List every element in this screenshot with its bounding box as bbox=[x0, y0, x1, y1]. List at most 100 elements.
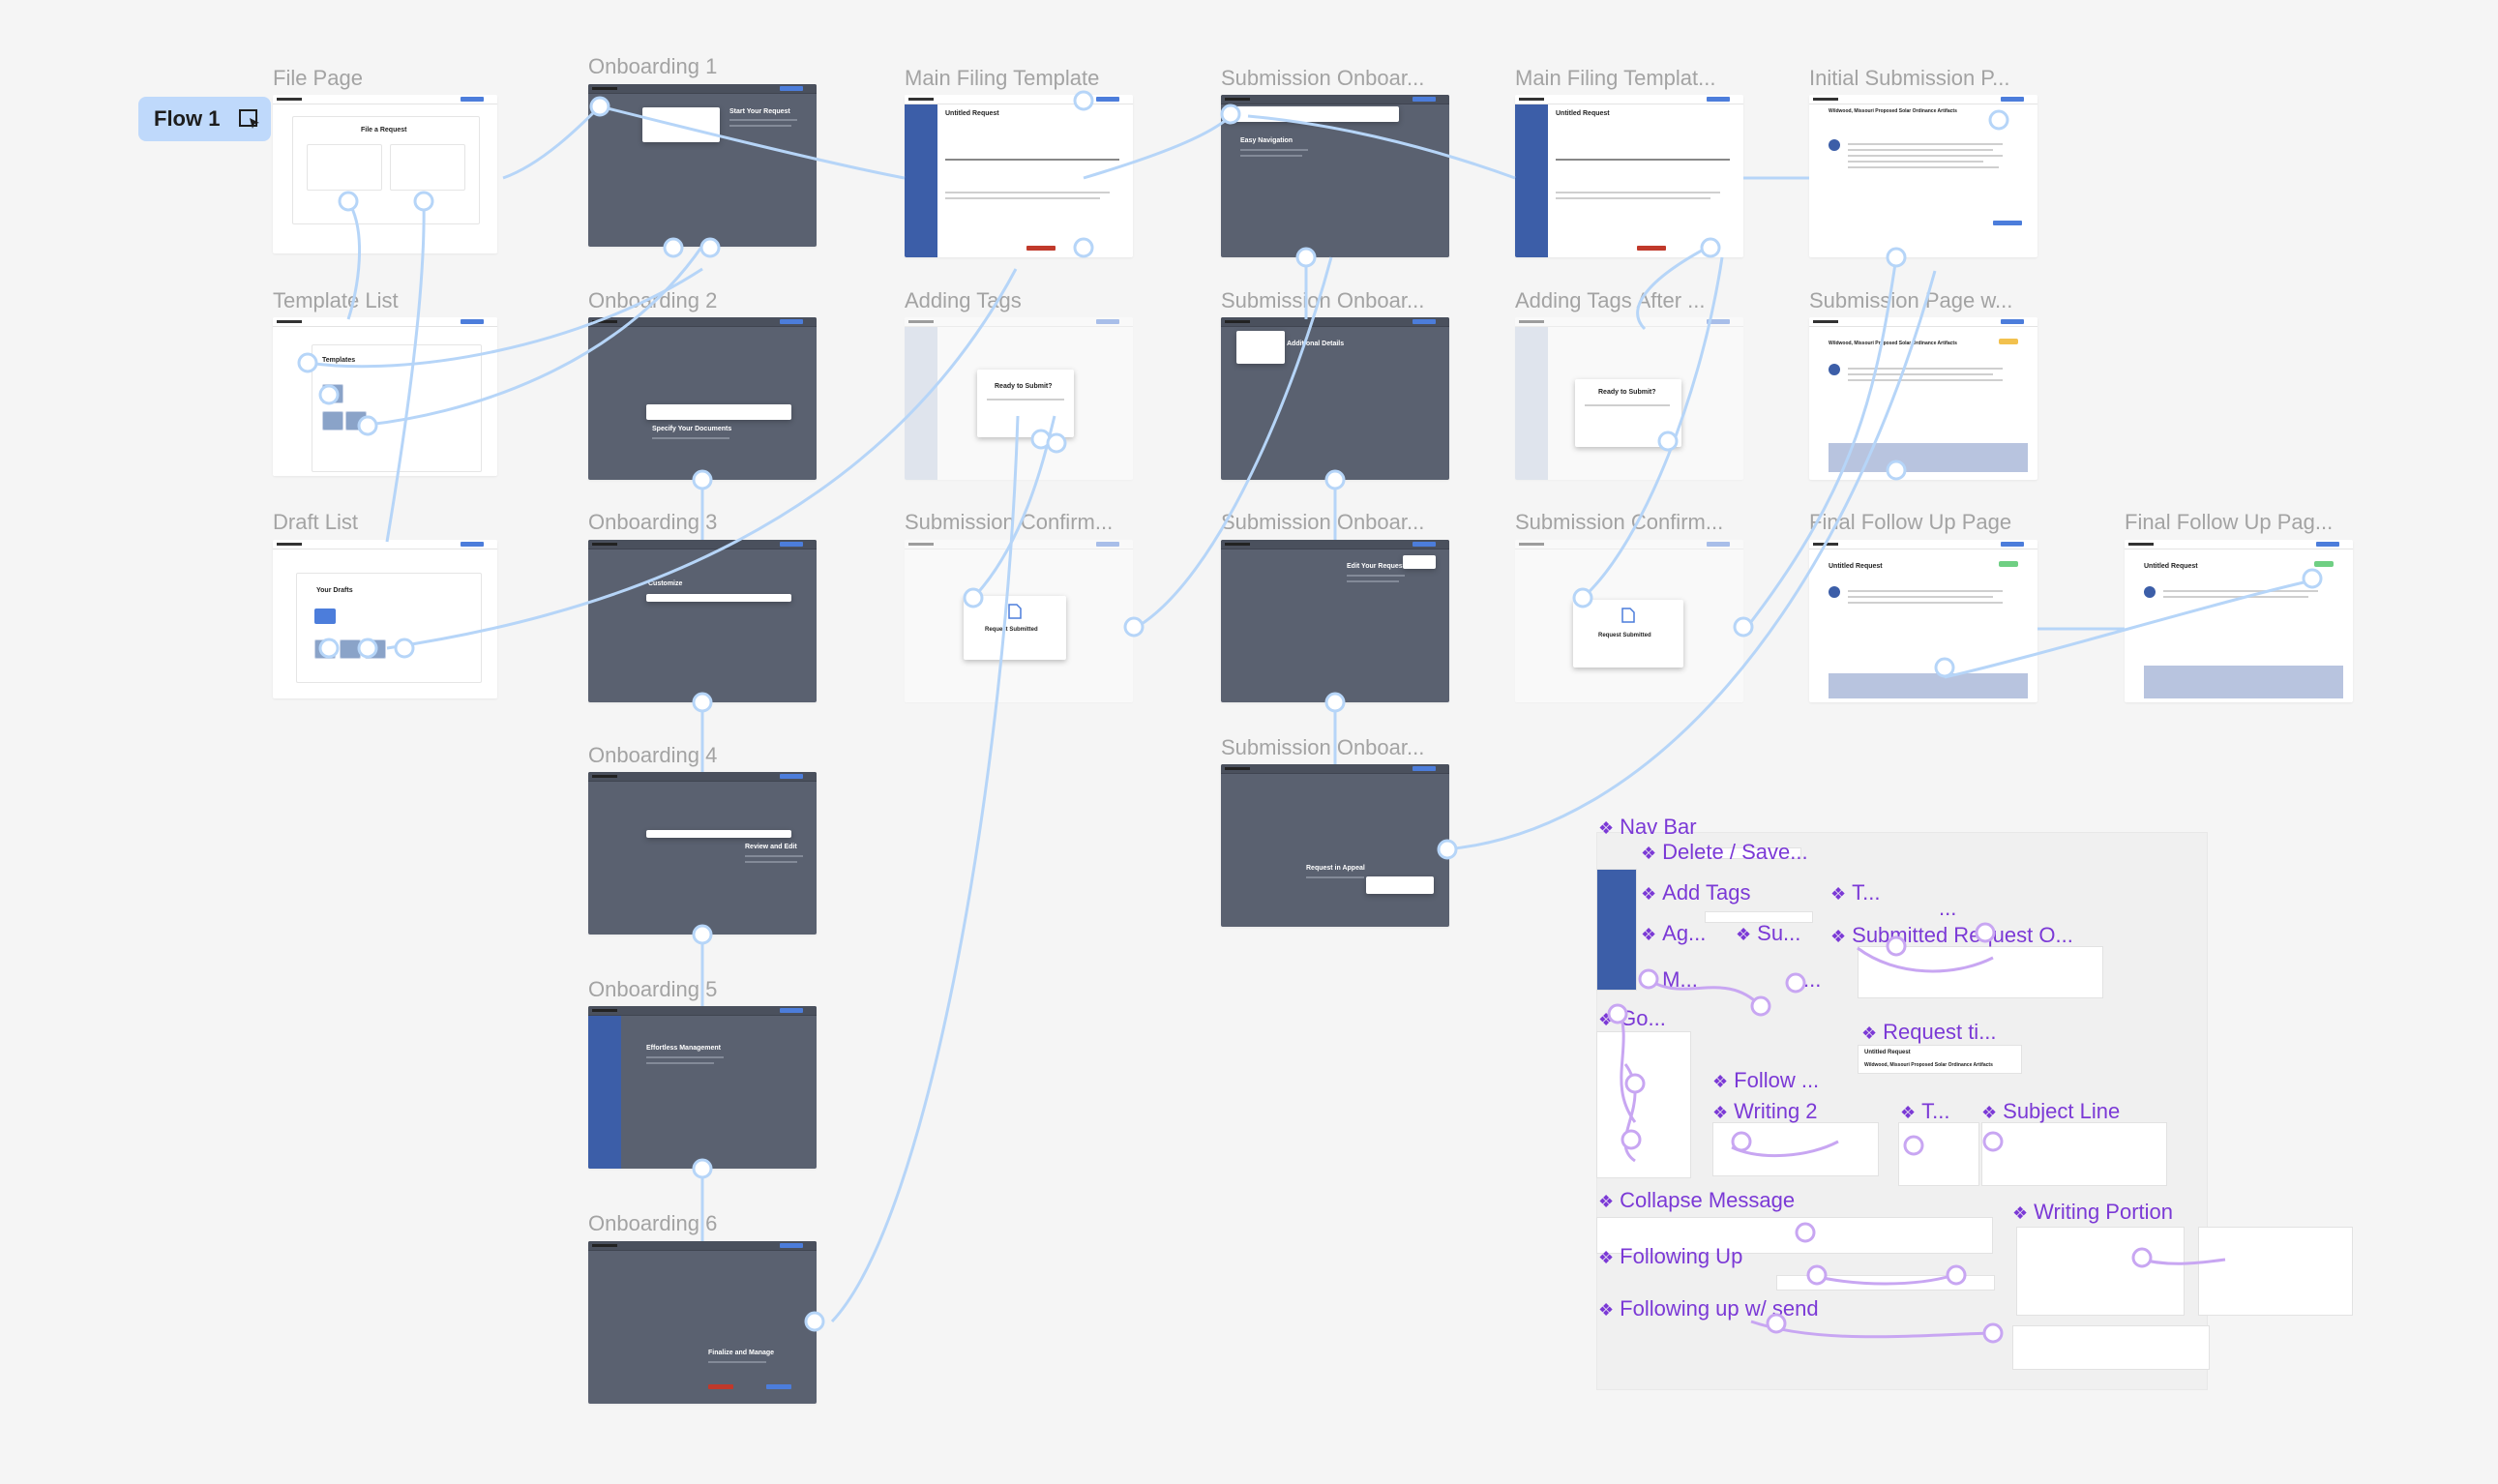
frame-draft-list[interactable]: Your Drafts bbox=[273, 540, 497, 698]
frame-label-file-page: File Page bbox=[273, 66, 363, 90]
frame-label-onboarding-1: Onboarding 1 bbox=[588, 54, 718, 78]
frame-onboarding-3[interactable]: Customize bbox=[588, 540, 817, 702]
frame-label-onboarding-3: Onboarding 3 bbox=[588, 510, 718, 534]
frame-onboarding-1[interactable]: Start Your Request bbox=[588, 84, 817, 247]
go-component[interactable] bbox=[1596, 1031, 1691, 1178]
frame-main-filing-template[interactable]: Untitled Request bbox=[905, 95, 1133, 257]
frame-label-onboarding-6: Onboarding 6 bbox=[588, 1211, 718, 1235]
frame-template-list[interactable]: Templates bbox=[273, 317, 497, 476]
frame-label-submission-onboar-4: Submission Onboar... bbox=[1221, 735, 1425, 759]
submitted-request-component[interactable] bbox=[1858, 946, 2103, 998]
frame-title: Ready to Submit? bbox=[995, 383, 1053, 390]
component-label-collapse-message[interactable]: ❖Collapse Message bbox=[1598, 1188, 1796, 1212]
component-label-su[interactable]: ❖Su... bbox=[1736, 921, 1801, 945]
frame-onboarding-5[interactable]: Effortless Management bbox=[588, 1006, 817, 1169]
frame-label-submission-page-w: Submission Page w... bbox=[1809, 288, 2013, 312]
request-submitted-dialog: Request Submitted bbox=[964, 596, 1066, 660]
frame-title: Effortless Management bbox=[646, 1045, 722, 1052]
frame-onboarding-2[interactable]: Specify Your Documents bbox=[588, 317, 817, 480]
component-label-delete-save[interactable]: ❖Delete / Save... bbox=[1641, 840, 1808, 864]
ready-to-submit-dialog: Ready to Submit? bbox=[977, 370, 1074, 437]
frame-title: Untitled Request bbox=[945, 110, 999, 117]
frame-title: Ready to Submit? bbox=[1598, 389, 1656, 396]
frame-submission-onboar-3[interactable]: Edit Your Request bbox=[1221, 540, 1449, 702]
frame-title: Request in Appeal bbox=[1306, 865, 1365, 872]
frame-label-adding-tags-after: Adding Tags After ... bbox=[1515, 288, 1706, 312]
frame-label-adding-tags: Adding Tags bbox=[905, 288, 1022, 312]
frame-final-follow-up-2[interactable]: Untitled Request bbox=[2125, 540, 2353, 702]
frame-title: Templates bbox=[322, 357, 356, 364]
add-tags-component[interactable] bbox=[1705, 911, 1813, 923]
component-label-submitted-request[interactable]: ❖Submitted Request O... bbox=[1830, 923, 2073, 947]
frame-title: Additional Details bbox=[1287, 341, 1345, 347]
component-label-request-ti[interactable]: ❖Request ti... bbox=[1861, 1020, 1997, 1044]
flow-label: Flow 1 bbox=[154, 106, 221, 131]
frame-onboarding-4[interactable]: Review and Edit bbox=[588, 772, 817, 935]
component-label-follow[interactable]: ❖Follow ... bbox=[1712, 1068, 1820, 1092]
frame-label-submission-onboar-2: Submission Onboar... bbox=[1221, 288, 1425, 312]
frame-title: Start Your Request bbox=[729, 108, 790, 115]
request-title-sample-2: Wildwood, Missouri Proposed Solar Ordina… bbox=[1864, 1062, 1993, 1068]
collapse-message-component[interactable] bbox=[1596, 1217, 1993, 1254]
component-label-go[interactable]: ❖Go... bbox=[1598, 1006, 1666, 1030]
frame-submission-onboar-1[interactable]: Easy Navigation bbox=[1221, 95, 1449, 257]
play-frame-icon[interactable] bbox=[238, 107, 261, 131]
writing-2-component[interactable] bbox=[1712, 1122, 1879, 1176]
request-title-sample-1: Untitled Request bbox=[1864, 1050, 1911, 1055]
flow-starting-point[interactable]: Flow 1 bbox=[138, 97, 271, 141]
component-label-ag[interactable]: ❖Ag... bbox=[1641, 921, 1707, 945]
writing-portion-component-b[interactable] bbox=[2198, 1227, 2353, 1316]
component-label-subject-line[interactable]: ❖Subject Line bbox=[1981, 1099, 2121, 1123]
frame-label-final-follow-up-2: Final Follow Up Pag... bbox=[2125, 510, 2334, 534]
frame-title: Request Submitted bbox=[985, 627, 1038, 633]
component-label-dots-2[interactable]: ... bbox=[1803, 967, 1822, 992]
frame-title: Untitled Request bbox=[1556, 110, 1610, 117]
document-icon bbox=[1621, 608, 1635, 623]
frame-title: Request Submitted bbox=[1598, 633, 1651, 638]
frame-title: Finalize and Manage bbox=[708, 1350, 775, 1356]
frame-label-template-list: Template List bbox=[273, 288, 399, 312]
component-label-m[interactable]: ❖M... bbox=[1641, 967, 1698, 992]
component-label-following-up[interactable]: ❖Following Up bbox=[1598, 1244, 1743, 1268]
frame-final-follow-up[interactable]: Untitled Request bbox=[1809, 540, 2037, 702]
frame-label-submission-onboar-1: Submission Onboar... bbox=[1221, 66, 1425, 90]
frame-label-onboarding-2: Onboarding 2 bbox=[588, 288, 718, 312]
writing-portion-component-a[interactable] bbox=[2016, 1227, 2185, 1316]
component-label-nav-bar[interactable]: ❖Nav Bar bbox=[1598, 815, 1697, 839]
frame-label-onboarding-5: Onboarding 5 bbox=[588, 977, 718, 1001]
following-up-send-component[interactable] bbox=[2012, 1325, 2210, 1370]
frame-label-main-filing-templat-2: Main Filing Templat... bbox=[1515, 66, 1716, 90]
nav-bar-component[interactable] bbox=[1596, 869, 1637, 991]
frame-label-final-follow-up: Final Follow Up Page bbox=[1809, 510, 2012, 534]
t-component[interactable] bbox=[1898, 1122, 1979, 1186]
subject-line-component[interactable] bbox=[1981, 1122, 2167, 1186]
component-label-writing-portion[interactable]: ❖Writing Portion bbox=[2012, 1200, 2174, 1224]
following-up-component[interactable] bbox=[1776, 1275, 1995, 1291]
frame-label-initial-submission: Initial Submission P... bbox=[1809, 66, 2010, 90]
frame-submission-onboar-2[interactable]: Additional Details bbox=[1221, 317, 1449, 480]
component-label-t-1[interactable]: ❖T... bbox=[1830, 880, 1881, 905]
frame-title: Specify Your Documents bbox=[652, 426, 732, 432]
component-label-t-2[interactable]: ❖T... bbox=[1900, 1099, 1950, 1123]
frame-onboarding-6[interactable]: Finalize and Manage bbox=[588, 1241, 817, 1404]
request-title-component[interactable]: Untitled Request Wildwood, Missouri Prop… bbox=[1858, 1045, 2022, 1074]
component-label-following-up-send[interactable]: ❖Following up w/ send bbox=[1598, 1296, 1819, 1321]
frame-label-draft-list: Draft List bbox=[273, 510, 359, 534]
component-label-dots-1[interactable]: ... bbox=[1939, 896, 1957, 920]
component-label-add-tags[interactable]: ❖Add Tags bbox=[1641, 880, 1751, 905]
frame-title: Wildwood, Missouri Proposed Solar Ordina… bbox=[1829, 341, 1957, 346]
frame-main-filing-templat-2[interactable]: Untitled Request bbox=[1515, 95, 1743, 257]
component-label-writing-2[interactable]: ❖Writing 2 bbox=[1712, 1099, 1818, 1123]
frame-label-submission-onboar-3: Submission Onboar... bbox=[1221, 510, 1425, 534]
frame-submission-onboar-4[interactable]: Request in Appeal bbox=[1221, 764, 1449, 927]
ready-to-submit-dialog: Ready to Submit? bbox=[1575, 379, 1681, 447]
frame-submission-page-w[interactable]: Wildwood, Missouri Proposed Solar Ordina… bbox=[1809, 317, 2037, 480]
frame-title: Customize bbox=[648, 580, 683, 587]
request-submitted-dialog: Request Submitted bbox=[1573, 600, 1683, 668]
frame-initial-submission[interactable]: Wildwood, Missouri Proposed Solar Ordina… bbox=[1809, 95, 2037, 257]
frame-title: File a Request bbox=[361, 127, 407, 134]
frame-title: Untitled Request bbox=[2144, 563, 2198, 570]
frame-file-page[interactable]: File a Request bbox=[273, 95, 497, 253]
document-icon bbox=[1008, 604, 1022, 619]
